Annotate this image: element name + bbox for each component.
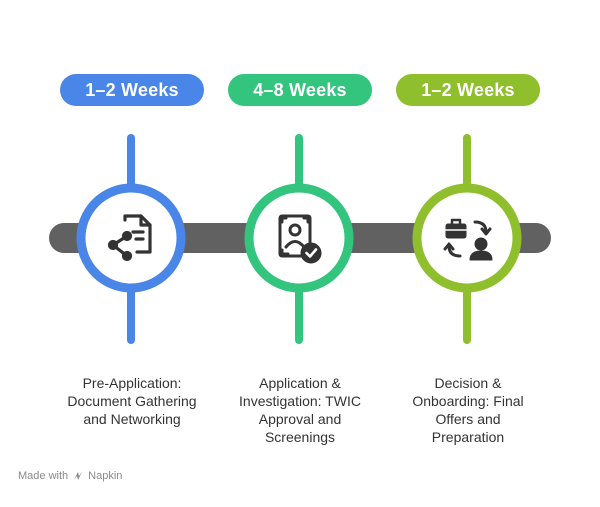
napkin-brand-label: Napkin bbox=[88, 470, 123, 482]
stage-3-description: Decision & Onboarding: Final Offers and … bbox=[388, 374, 548, 446]
stage-3-circle bbox=[412, 183, 522, 293]
stage-1-description-line: and Networking bbox=[83, 411, 181, 427]
stage-3-description-line: Offers and bbox=[435, 411, 501, 427]
stage-1-duration-badge: 1–2 Weeks bbox=[60, 74, 204, 106]
id-verified-icon bbox=[278, 214, 322, 264]
stage-1-description-line: Pre-Application: bbox=[82, 375, 182, 391]
briefcase-exchange-icon bbox=[443, 218, 493, 261]
stage-2-circle bbox=[244, 183, 354, 293]
stage-1-description-line: Document Gathering bbox=[67, 393, 197, 409]
napkin-watermark: Made with Napkin bbox=[18, 470, 122, 482]
stage-3-duration-badge: 1–2 Weeks bbox=[396, 74, 540, 106]
stage-2-duration-badge: 4–8 Weeks bbox=[228, 74, 372, 106]
stage-2-description: Application & Investigation: TWIC Approv… bbox=[220, 374, 380, 446]
stage-3-description-line: Decision & bbox=[434, 375, 502, 391]
stage-1-description: Pre-Application: Document Gathering and … bbox=[52, 374, 212, 428]
made-with-label: Made with bbox=[18, 470, 69, 482]
stage-2-description-line: Approval and bbox=[258, 411, 342, 427]
napkin-logo-icon bbox=[74, 472, 83, 480]
stage-2-description-line: Screenings bbox=[264, 429, 336, 445]
stage-2-description-line: Application & bbox=[259, 375, 341, 391]
stage-3-description-line: Preparation bbox=[431, 429, 505, 445]
stage-3-description-line: Onboarding: Final bbox=[412, 393, 524, 409]
stage-2-description-line: Investigation: TWIC bbox=[239, 393, 361, 409]
document-share-icon bbox=[107, 214, 152, 262]
